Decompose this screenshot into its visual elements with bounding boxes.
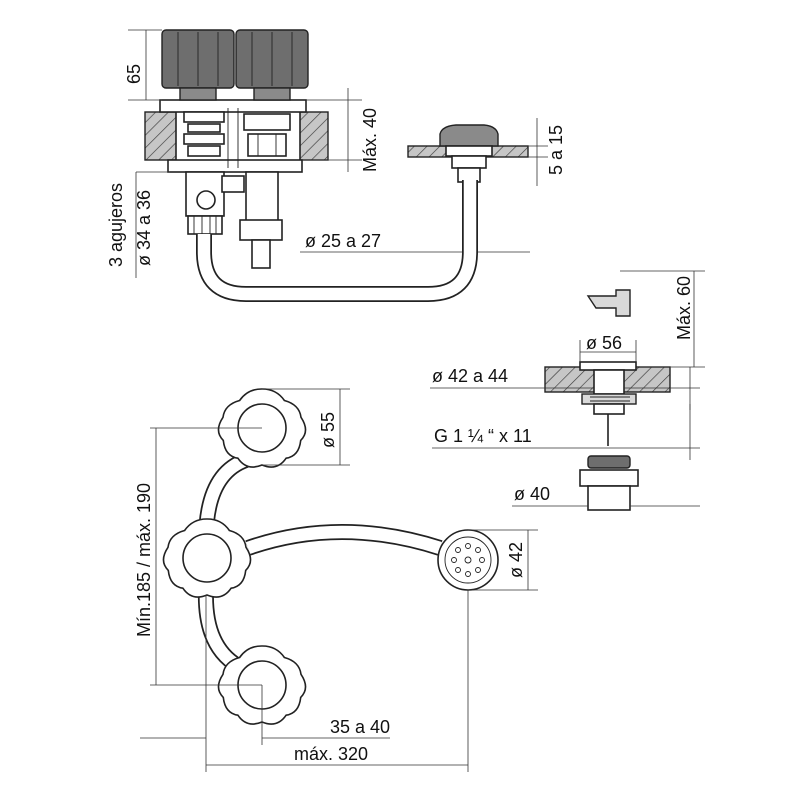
label-handle-height: 65 xyxy=(124,64,144,84)
plan-view: ø 55 Mín.185 / máx. 190 ø 42 35 a 40 máx… xyxy=(134,388,538,772)
drain-detail: Máx. 60 ø 56 ø 42 a 44 G 1 ¼ “ x 11 ø 40 xyxy=(430,270,705,511)
label-holes-diameter: ø 34 a 36 xyxy=(134,190,154,266)
label-handle-spacing: Mín.185 / máx. 190 xyxy=(134,483,154,637)
label-total-length-max: máx. 320 xyxy=(294,744,368,764)
dim-deck-thickness: Máx. 40 xyxy=(302,88,380,172)
label-deck-thickness-max: Máx. 40 xyxy=(360,108,380,172)
dim-spout-deck: 5 a 15 xyxy=(528,118,566,186)
valve-body xyxy=(159,99,307,173)
lower-fittings xyxy=(185,171,283,269)
label-drain-height-max: Máx. 60 xyxy=(674,276,694,340)
label-holes-count: 3 agujeros xyxy=(106,183,126,267)
dim-handle-height: 65 xyxy=(124,29,162,101)
side-handle-right xyxy=(235,29,309,101)
side-spout xyxy=(439,124,499,183)
label-drain-nut-diameter: ø 40 xyxy=(514,484,550,504)
side-handle-left xyxy=(161,29,235,101)
label-drain-hole-diameter: ø 42 a 44 xyxy=(432,366,508,386)
dim-holes: 3 agujeros ø 34 a 36 xyxy=(106,171,170,278)
label-drain-flange-diameter: ø 56 xyxy=(586,333,622,353)
plan-handle-middle xyxy=(162,518,252,598)
label-spout-deck-range: 5 a 15 xyxy=(546,125,566,175)
label-drain-thread: G 1 ¼ “ x 11 xyxy=(434,426,532,446)
label-handle-diameter: ø 55 xyxy=(318,412,338,448)
side-view: 65 Máx. 40 5 a 15 3 agujeros ø 34 a 36 xyxy=(106,29,566,302)
label-pipe-diameter: ø 25 a 27 xyxy=(305,231,381,251)
dim-pipe-diameter: ø 25 a 27 xyxy=(300,231,530,253)
plan-spout xyxy=(437,529,499,591)
drain-lever xyxy=(586,289,631,317)
label-spout-offset: 35 a 40 xyxy=(330,717,390,737)
label-spout-diameter: ø 42 xyxy=(506,542,526,578)
